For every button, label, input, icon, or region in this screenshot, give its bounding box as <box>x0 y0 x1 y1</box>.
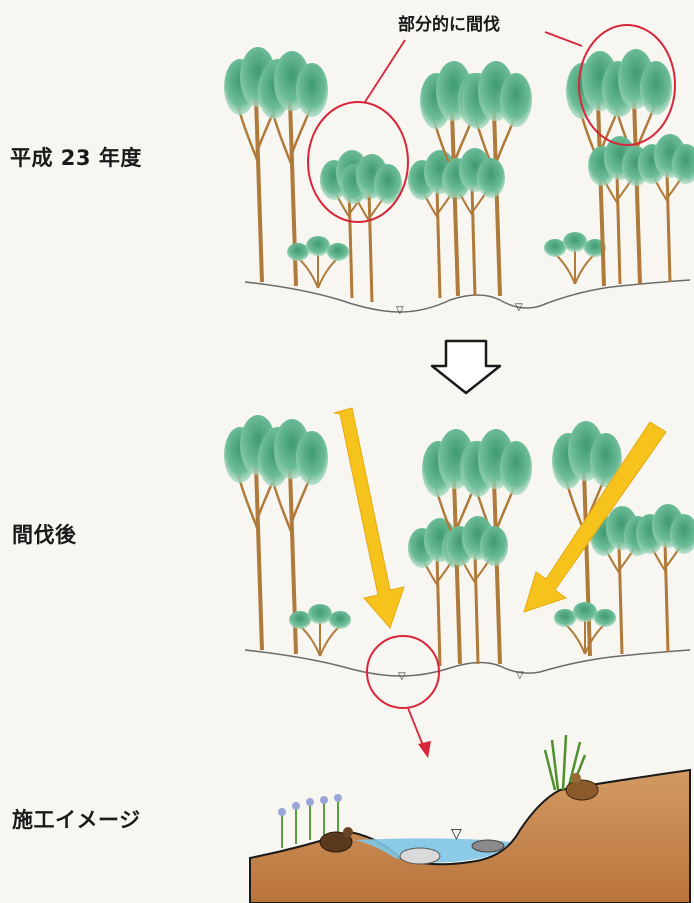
water-level-mark: ▽ <box>515 302 523 313</box>
water-level-mark: ▽ <box>516 670 524 681</box>
water-plants <box>278 794 342 848</box>
water-level-mark: ▽ <box>396 305 404 316</box>
grass-clump <box>543 734 587 791</box>
thinning-circle-right <box>578 24 676 146</box>
stones <box>399 839 505 865</box>
forest-scene-after: ▽ ▽ <box>222 407 694 758</box>
callout-leader-left <box>364 39 406 103</box>
thinning-callout: 部分的に間伐 <box>398 15 500 35</box>
label-after-thinning: 間伐後 <box>12 523 77 547</box>
ground-line <box>244 279 691 313</box>
water-level-mark: ▽ <box>398 671 406 682</box>
tree <box>288 603 352 657</box>
tree <box>543 231 607 285</box>
water-level-mark: ▽ <box>451 826 462 842</box>
construction-scene: ▽ <box>249 734 691 903</box>
tree <box>636 132 694 284</box>
transition-arrow <box>430 339 502 395</box>
zoom-arrow-head <box>418 741 431 758</box>
sunlight-arrow-right <box>523 421 667 613</box>
forest-scene-before: ▽ ▽ <box>222 24 694 316</box>
frog-icon <box>565 773 599 801</box>
label-year-2023: 平成 23 年度 <box>10 146 142 170</box>
tree <box>553 601 617 655</box>
ground-line <box>244 649 691 677</box>
tree <box>634 502 694 654</box>
soil-cross-section <box>249 768 691 903</box>
zoom-circle <box>366 635 440 709</box>
frog-icon <box>319 827 353 853</box>
zoom-arrow-shaft <box>407 707 425 749</box>
sunlight-arrow-left <box>333 407 405 629</box>
thinning-circle-left <box>307 101 409 223</box>
callout-leader-right <box>544 31 583 47</box>
label-construction-image: 施工イメージ <box>12 808 141 832</box>
